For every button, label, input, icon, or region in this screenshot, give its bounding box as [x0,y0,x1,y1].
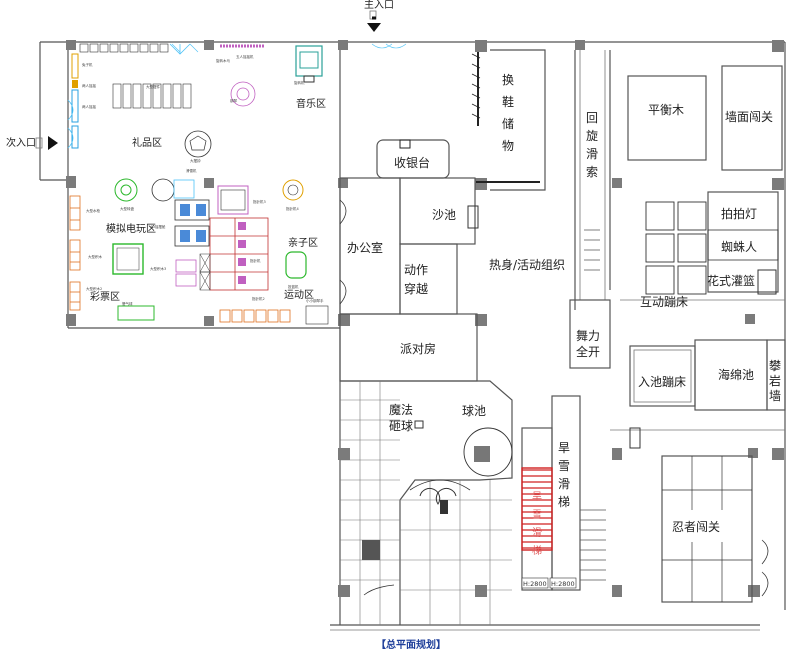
room-dance-1: 舞力 [576,329,600,343]
room-snow-slide-4: 梯 [558,495,570,509]
equipment-annotations: 两人摇摇 两人摇摇 五人摇摇机 大摆钟 大型摆件 大型水枪 大型积木 大型转盘 … [82,54,324,306]
room-zipline-4: 索 [586,165,598,179]
central-rooms: 换 鞋 储 物 收银台 办公室 沙池 动作 穿越 热身/活动组织 派对房 [339,49,565,382]
secondary-entrance: 次入口 [6,136,58,150]
room-shoe-storage-4: 物 [502,139,514,153]
room-action-pass-1: 动作 [404,263,428,277]
svg-text:五人摇摇机: 五人摇摇机 [236,54,254,59]
svg-text:大型积木: 大型积木 [88,254,102,259]
room-warmup-label: 热身/活动组织 [489,257,565,272]
room-party-label: 派对房 [400,341,436,356]
svg-text:指针机2: 指针机2 [252,296,265,301]
svg-text:旱: 旱 [532,491,542,503]
structural-columns [66,40,784,597]
svg-text:钢琴: 钢琴 [230,98,237,103]
zone-sports-label: 运动区 [284,289,314,301]
svg-text:小小钢琴手: 小小钢琴手 [306,298,324,303]
svg-text:旋转木马: 旋转木马 [216,58,230,63]
room-zipline-2: 旋 [586,129,598,143]
svg-text:滑雪机: 滑雪机 [186,168,197,173]
secondary-entrance-label: 次入口 [6,136,36,149]
room-pit-trampoline-label: 入池蹦床 [638,375,686,389]
dance-stage: 舞力 全开 [569,299,611,369]
room-shoe-storage-3: 储 [502,116,514,131]
dry-snow-slide: 旱 雪 滑 梯 旱 雪 滑 梯 H:2800 H:2800 [521,395,606,591]
dimension-h1: H:2800 [523,580,547,588]
secondary-entrance-arrow [48,136,58,150]
right-upper-rooms: 平衡木 墙面闯关 拍拍灯 蜘蛛人 花式灌篮 互动蹦床 [620,65,785,309]
room-flower-irrigation-label: 花式灌篮 [707,273,755,288]
room-shoe-storage-1: 换 [502,73,514,87]
svg-text:两人摇摇: 两人摇摇 [82,83,96,88]
main-entrance: 主入口 [364,0,394,32]
svg-text:投篮机: 投篮机 [288,284,299,289]
room-ninja-label: 忍者闯关 [672,519,720,534]
svg-text:大型水枪: 大型水枪 [86,208,100,213]
right-middle-rooms: 入池蹦床 海绵池 攀 岩 墙 [610,339,786,449]
room-zipline-3: 滑 [586,147,598,161]
zone-parent-child-label: 亲子区 [288,236,318,249]
zone-music-label: 音乐区 [296,97,326,110]
svg-text:大型摆件: 大型摆件 [146,84,160,89]
svg-text:两人摇摇: 两人摇摇 [82,104,96,109]
room-snow-slide-3: 滑 [558,477,570,491]
room-interactive-trampoline-label: 互动蹦床 [640,295,688,309]
room-snow-slide-1: 旱 [558,441,570,455]
dimension-h2: H:2800 [551,580,575,588]
zone-sim-game-label: 模拟电玩区 [106,222,156,235]
svg-text:蟹气球: 蟹气球 [122,301,133,306]
svg-text:指针机: 指针机 [250,258,261,263]
room-climbing-1: 攀 [769,359,781,373]
room-foam-pit-label: 海绵池 [718,367,754,382]
svg-text:雪: 雪 [532,509,542,521]
outer-walls [39,41,786,631]
room-snow-slide-2: 雪 [558,459,570,473]
svg-text:指针机4: 指针机4 [286,206,299,211]
room-sand-pool-label: 沙池 [432,208,456,222]
room-balance-beam-label: 平衡木 [648,103,684,117]
svg-text:大型积木3: 大型积木3 [150,266,166,271]
svg-text:大摆钟: 大摆钟 [190,158,201,163]
svg-text:兔子机: 兔子机 [82,62,93,67]
svg-text:滑: 滑 [532,527,542,539]
room-dance-2: 全开 [576,344,600,359]
arcade-zone-labels: 音乐区 礼品区 模拟电玩区 亲子区 彩票区 运动区 [90,97,326,303]
zipline: 回 旋 滑 索 [574,50,611,310]
room-office-label: 办公室 [347,240,383,255]
ninja-challenge: 忍者闯关 [661,455,769,603]
room-wall-challenge-label: 墙面闯关 [725,109,773,124]
room-climbing-2: 岩 [769,373,781,388]
zone-gift-label: 礼品区 [132,136,162,149]
svg-text:梯: 梯 [532,544,542,557]
room-ball-pool-label: 球池 [462,404,486,418]
room-magic-ball-1: 魔法 [389,402,413,417]
plan-caption: 【总平面规划】 [376,638,446,651]
svg-text:4D摇摆舱: 4D摇摆舱 [150,224,166,229]
room-climbing-3: 墙 [769,389,781,403]
main-entrance-label: 主入口 [364,0,394,11]
room-action-pass-2: 穿越 [404,281,428,296]
room-cashier-label: 收银台 [394,155,430,170]
zone-lottery-label: 彩票区 [90,291,120,303]
room-shoe-storage-2: 鞋 [502,94,514,109]
arcade-fixtures [67,43,407,325]
room-whack-light-label: 拍拍灯 [721,206,757,221]
room-zipline-1: 回 [586,111,598,125]
ball-pool-area: 魔法 砸球 球池 [340,380,513,625]
svg-text:旋转机: 旋转机 [294,80,305,85]
main-entrance-arrow [367,23,381,32]
svg-text:大型转盘: 大型转盘 [120,206,134,211]
room-magic-ball-2: 砸球 [389,419,413,433]
room-spiderman-label: 蜘蛛人 [721,239,757,254]
svg-text:大型积木2: 大型积木2 [86,286,102,291]
svg-text:指针机3: 指针机3 [253,199,266,204]
